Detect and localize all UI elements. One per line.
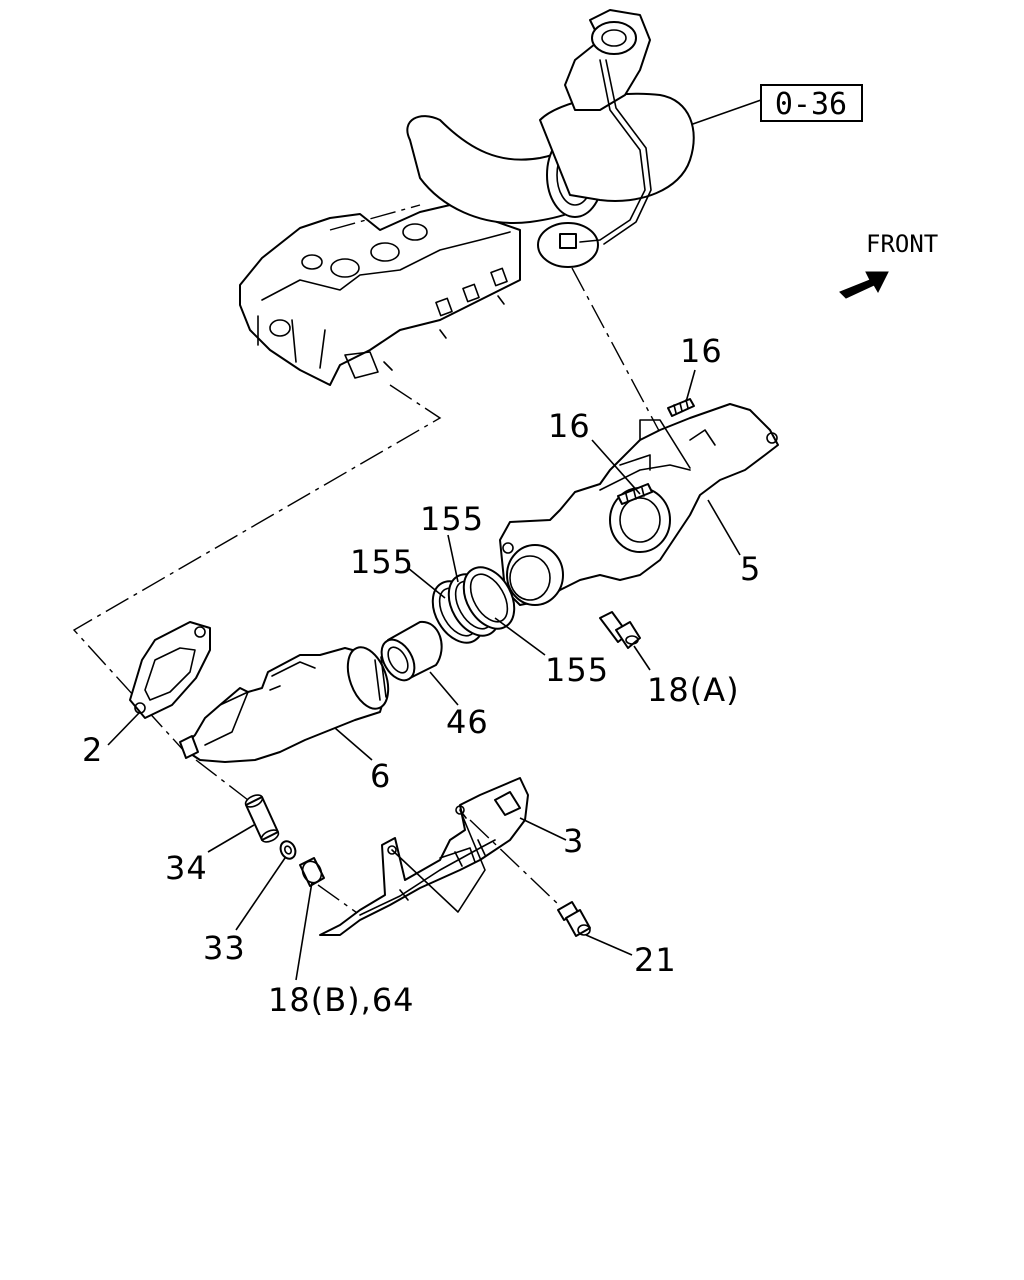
assembly-line-head [72, 384, 442, 753]
front-label: FRONT [866, 230, 938, 258]
leader-lines [107, 369, 741, 981]
callout-155-right: 155 [545, 651, 609, 689]
part-5-outlet-housing [499, 403, 779, 606]
callout-18b-64: 18(B),64 [268, 981, 415, 1019]
assembly-line-spacer [195, 759, 249, 801]
part-16-stud-mid [617, 483, 653, 505]
part-18b-nut [299, 857, 325, 887]
reference-leader [689, 99, 762, 126]
callout-33: 33 [203, 929, 246, 967]
callout-5: 5 [740, 550, 761, 588]
callout-155-left: 155 [350, 543, 414, 581]
callout-46: 46 [446, 703, 489, 741]
part-16-stud-top [667, 398, 695, 417]
callout-34: 34 [165, 849, 208, 887]
callout-21: 21 [634, 941, 677, 979]
part-21-bolt [557, 901, 591, 937]
callout-18a: 18(A) [647, 671, 740, 709]
reference-box[interactable]: 0-36 [760, 84, 863, 122]
cylinder-head [239, 204, 521, 386]
assembly-line-bolt-21 [469, 819, 561, 907]
part-46-sleeve [380, 620, 443, 682]
callout-16-top: 16 [680, 332, 723, 370]
front-arrow-icon [839, 271, 889, 299]
callout-3: 3 [563, 822, 584, 860]
part-34-spacer [244, 794, 280, 843]
callout-2: 2 [82, 731, 103, 769]
callout-6: 6 [370, 757, 391, 795]
turbocharger [406, 9, 695, 268]
part-18a-bolt [599, 611, 641, 649]
part-33-washer [279, 840, 297, 860]
part-3-heat-shield [319, 777, 529, 936]
reference-box-label: 0-36 [775, 87, 847, 122]
callout-155-top: 155 [420, 500, 484, 538]
assembly-line-nut [317, 884, 361, 916]
part-2-gasket [129, 621, 211, 719]
part-6-pipe [179, 646, 390, 763]
callout-16-mid: 16 [548, 407, 591, 445]
